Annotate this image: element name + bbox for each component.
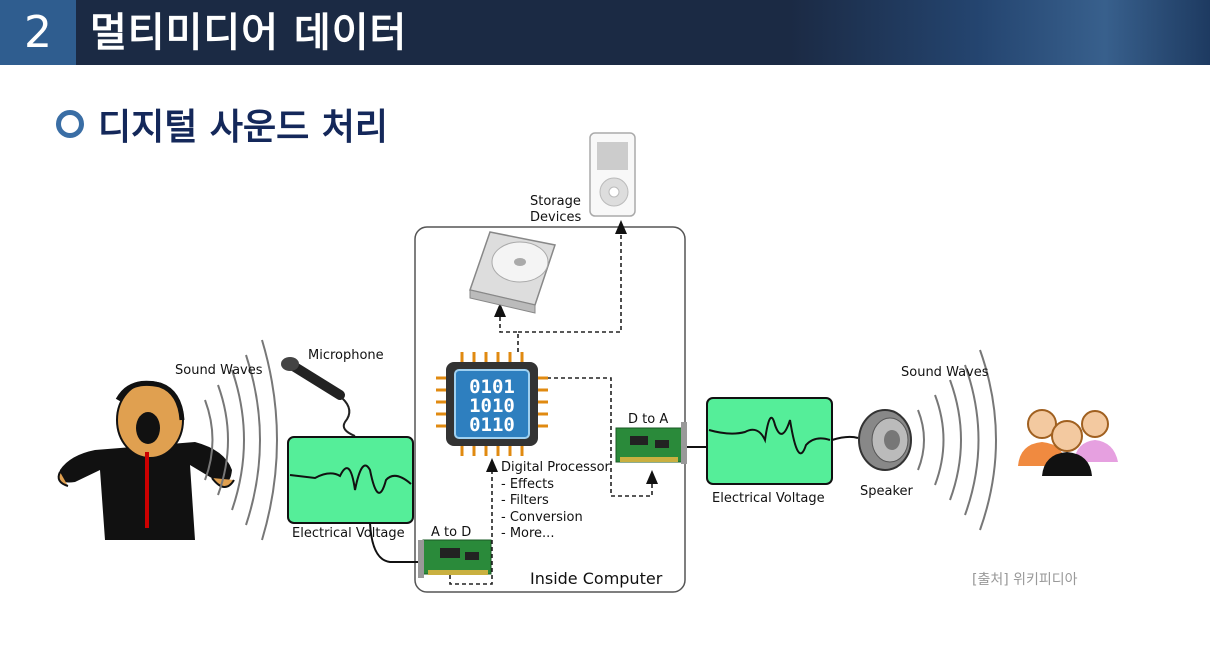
d-to-a-label: D to A — [628, 412, 668, 427]
chip-text-line2: 1010 — [469, 395, 515, 417]
storage-label-line1: Storage — [530, 194, 581, 209]
voltage-left-label: Electrical Voltage — [292, 526, 405, 541]
subtitle-row: 디지털 사운드 처리 — [56, 98, 388, 150]
listeners-icon — [1018, 409, 1118, 476]
bullet-icon — [56, 110, 84, 138]
source-credit: [출처] 위키피디아 — [972, 572, 1078, 588]
voltage-right-label: Electrical Voltage — [712, 491, 825, 506]
dp-item-filters: - Filters — [501, 493, 549, 508]
d-to-a-card-icon — [615, 422, 687, 464]
a-to-d-card-icon — [418, 539, 492, 578]
sound-waves-left-label: Sound Waves — [175, 363, 263, 378]
singer-icon — [57, 380, 235, 540]
sound-waves-right-label: Sound Waves — [901, 365, 989, 380]
digital-processor-label: Digital Processor — [501, 460, 611, 475]
dp-item-conversion: - Conversion — [501, 510, 583, 525]
sound-waves-left — [204, 339, 278, 541]
sound-waves-right — [917, 349, 997, 531]
dp-item-effects: - Effects — [501, 477, 554, 492]
chip-text-line1: 0101 — [469, 376, 515, 398]
a-to-d-label: A to D — [431, 525, 471, 540]
processor-chip-icon — [436, 352, 548, 456]
wire-left — [369, 522, 422, 563]
voltage-display-left — [287, 436, 414, 524]
microphone-label: Microphone — [308, 348, 384, 363]
header-bar: 2 멀티미디어 데이터 — [0, 0, 1210, 65]
speaker-icon — [858, 409, 912, 471]
wire-right-2 — [831, 435, 859, 441]
arrow-to-disk — [494, 303, 506, 317]
chip-text-line3: 0110 — [469, 414, 515, 436]
signal-paths — [449, 230, 653, 585]
arrow-to-processor — [486, 458, 498, 472]
page-title: 멀티미디어 데이터 — [90, 10, 408, 56]
computer-box — [414, 226, 686, 593]
dp-item-more: - More... — [501, 526, 554, 541]
microphone-icon — [281, 357, 356, 437]
storage-device-icon — [589, 132, 636, 217]
hard-disk-icon — [469, 231, 556, 314]
storage-label-line2: Devices — [530, 210, 581, 225]
speaker-label: Speaker — [860, 484, 914, 499]
arrow-to-storage — [615, 220, 627, 234]
subtitle: 디지털 사운드 처리 — [98, 107, 389, 148]
section-number: 2 — [0, 0, 76, 65]
voltage-display-right — [706, 397, 833, 485]
header-decoration — [790, 0, 1210, 65]
arrow-to-d-to-a — [646, 470, 658, 484]
inside-computer-label: Inside Computer — [530, 569, 663, 588]
